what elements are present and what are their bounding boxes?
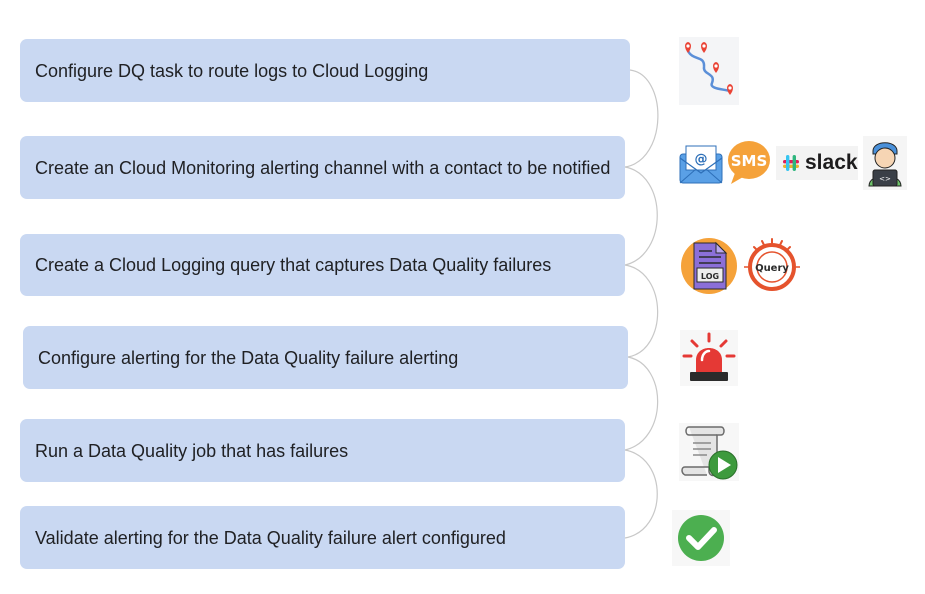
log-query-icons: LOG Query	[680, 237, 805, 295]
alarm-siren-icon	[680, 330, 738, 386]
svg-text:Query: Query	[755, 263, 789, 274]
checkmark-icon	[672, 510, 730, 566]
svg-text:<>: <>	[879, 175, 891, 183]
log-file-icon: LOG	[681, 238, 737, 294]
step-3-box: Create a Cloud Logging query that captur…	[20, 234, 625, 296]
step-6-label: Validate alerting for the Data Quality f…	[35, 527, 506, 548]
sms-icon: SMS	[728, 141, 770, 184]
connector-5-6	[624, 449, 658, 539]
step-2-box: Create an Cloud Monitoring alerting chan…	[20, 136, 625, 199]
query-icon: Query	[744, 238, 800, 291]
notification-channels-icons: @ SMS slack <>	[679, 136, 909, 190]
run-script-icon	[679, 423, 739, 481]
step-3-label: Create a Cloud Logging query that captur…	[35, 255, 552, 275]
step-5-label: Run a Data Quality job that has failures	[35, 440, 349, 461]
step-6-box: Validate alerting for the Data Quality f…	[20, 506, 625, 569]
developer-person-icon: <>	[863, 136, 907, 190]
step-1-label: Configure DQ task to route logs to Cloud…	[35, 60, 429, 81]
slack-text: slack	[805, 151, 858, 174]
connector-3-4	[624, 264, 659, 358]
step-2-label: Create an Cloud Monitoring alerting chan…	[35, 157, 611, 178]
step-4-box: Configure alerting for the Data Quality …	[23, 326, 628, 389]
svg-text:SMS: SMS	[731, 152, 768, 170]
connector-2-3	[624, 166, 658, 266]
email-icon: @	[679, 145, 723, 184]
map-route-icon	[679, 37, 739, 105]
svg-text:@: @	[695, 152, 708, 167]
step-5-box: Run a Data Quality job that has failures	[20, 419, 625, 482]
slack-logo-icon: slack	[776, 146, 858, 180]
connector-4-5	[624, 356, 659, 451]
step-1-box: Configure DQ task to route logs to Cloud…	[20, 39, 630, 102]
step-4-label: Configure alerting for the Data Quality …	[38, 347, 459, 368]
svg-text:LOG: LOG	[701, 272, 719, 281]
